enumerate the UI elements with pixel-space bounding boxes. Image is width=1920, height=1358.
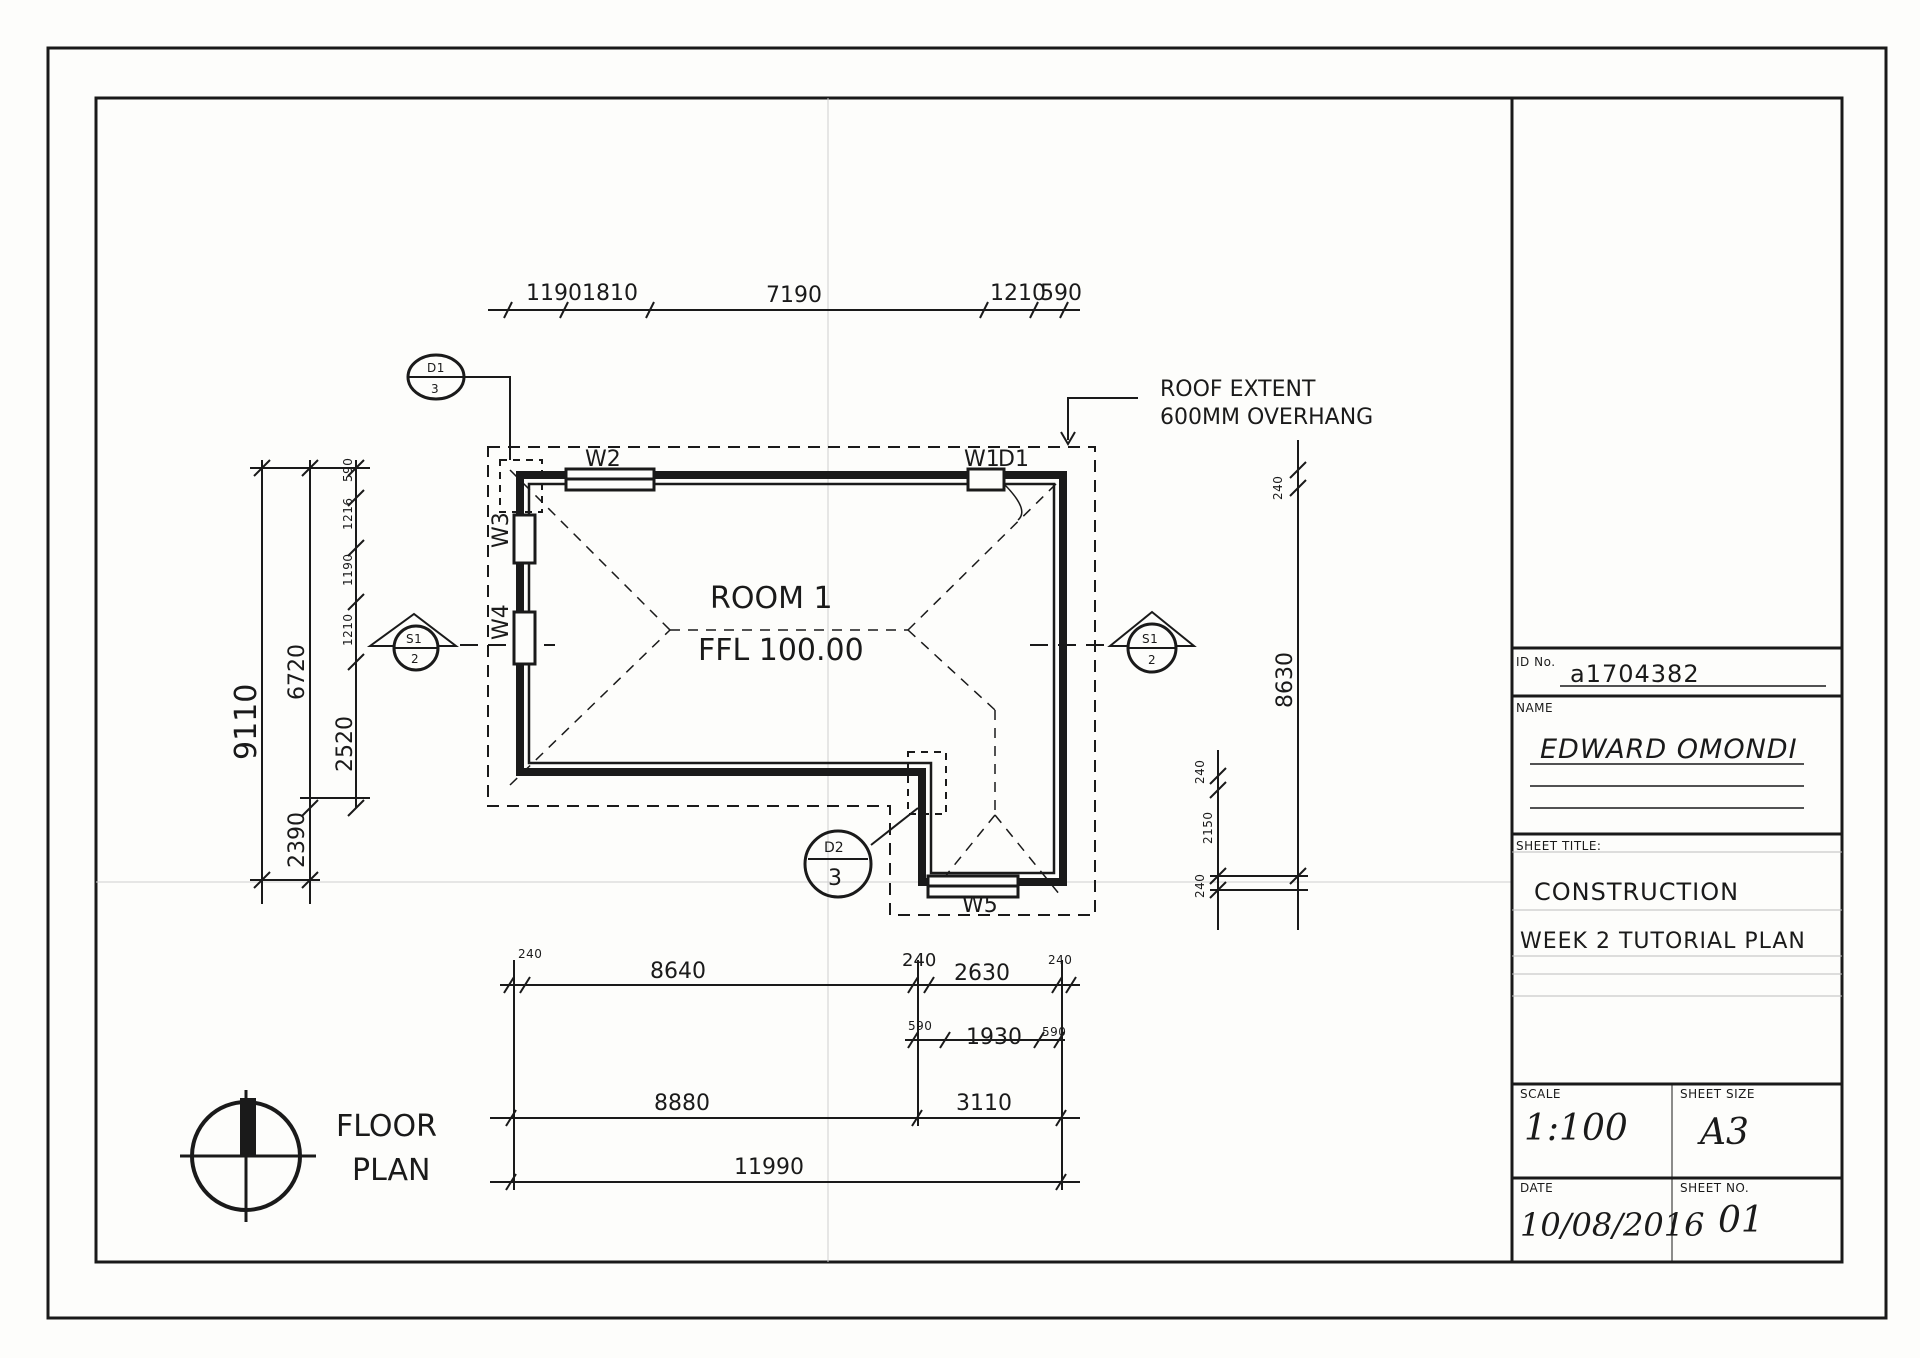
sheet-size-label: SHEET SIZE: [1680, 1087, 1755, 1101]
dim-left-inner-3: 1190: [341, 553, 355, 586]
name-value: EDWARD OMONDI: [1540, 734, 1798, 765]
window-label-w1: W1: [964, 447, 1000, 472]
scale-value: 1:100: [1524, 1108, 1628, 1149]
roof-hip-lines: [509, 469, 1061, 896]
dim-bottom-1-c: 240: [902, 950, 936, 971]
door-label-d1: D1: [998, 447, 1029, 472]
openings: [512, 467, 1023, 899]
id-label: ID No.: [1516, 655, 1556, 669]
door-tag-d1: D1 3: [406, 353, 511, 460]
dim-left-inner-4: 1210: [341, 613, 355, 646]
date-value: 10/08/2016: [1520, 1206, 1704, 1244]
dim-bottom-1-a: 240: [518, 947, 542, 961]
date-label: DATE: [1520, 1181, 1553, 1195]
door-tag-d2-top: D2: [824, 840, 844, 856]
walls: [516, 471, 1067, 886]
section-tag-s1-left-bottom: 2: [411, 652, 419, 666]
scale-label: SCALE: [1520, 1087, 1561, 1101]
room-name: ROOM 1: [710, 581, 833, 616]
window-label-w4: W4: [489, 604, 514, 640]
dim-top-1: 1190: [526, 281, 582, 306]
dim-right-small-1: 240: [1193, 760, 1207, 784]
roof-note-line2: 600MM OVERHANG: [1160, 405, 1373, 430]
dim-left-inner-1: 590: [341, 458, 355, 482]
window-label-w5: W5: [962, 893, 998, 918]
dim-bottom-1-d: 2630: [954, 961, 1010, 986]
dim-top-2: 1810: [582, 281, 638, 306]
door-tag-d1-top: D1: [427, 361, 445, 375]
title-block: [1510, 646, 1844, 1264]
sheet-no-value: 01: [1718, 1200, 1764, 1241]
door-tag-d2-bottom: 3: [828, 866, 842, 891]
door-tag-d2: D2 3: [803, 807, 919, 899]
sheet-title-line1: CONSTRUCTION: [1534, 878, 1739, 906]
sheet-title-label: SHEET TITLE:: [1516, 839, 1601, 853]
room-ffl: FFL 100.00: [698, 633, 864, 668]
section-tag-s1-left: S1 2: [366, 612, 459, 672]
dim-left-mid-lower: 2390: [285, 812, 310, 868]
dim-right-top: 240: [1271, 476, 1285, 500]
dimension-lines: [250, 301, 1308, 1191]
dim-top-5: 590: [1040, 281, 1082, 306]
dim-right-small-3: 240: [1193, 874, 1207, 898]
id-value: a1704382: [1570, 660, 1700, 688]
dim-right-main: 8630: [1273, 652, 1298, 708]
name-label: NAME: [1516, 701, 1553, 715]
floor-plan: [460, 446, 1120, 916]
door-tag-d1-bottom: 3: [431, 382, 439, 396]
section-tag-s1-right-top: S1: [1142, 632, 1158, 646]
window-label-w3: W3: [489, 512, 514, 548]
dim-left-inner-2: 1216: [341, 497, 355, 530]
window-label-w2: W2: [585, 447, 621, 472]
dim-bottom-1-e: 240: [1048, 953, 1072, 967]
north-point-icon: [180, 1090, 316, 1222]
dim-bottom-3-a: 8880: [654, 1091, 710, 1116]
section-tag-s1-right: S1 2: [1107, 610, 1197, 674]
dim-bottom-1-b: 8640: [650, 959, 706, 984]
dim-left-outer: 9110: [229, 684, 264, 760]
construction-lines: [96, 98, 1512, 1262]
sheet-title-line2: WEEK 2 TUTORIAL PLAN: [1520, 929, 1806, 954]
dim-bottom-2-c: 590: [1042, 1025, 1066, 1039]
dim-bottom-3-b: 3110: [956, 1091, 1012, 1116]
legend-floor: FLOOR: [336, 1109, 437, 1144]
sheet-no-label: SHEET NO.: [1680, 1181, 1749, 1195]
section-tag-s1-left-top: S1: [406, 632, 422, 646]
dim-bottom-total: 11990: [734, 1155, 804, 1180]
dim-top-3: 7190: [766, 283, 822, 308]
legend-plan: PLAN: [352, 1153, 430, 1188]
roof-extent-outline: [487, 446, 1096, 916]
roof-note-leader: [1060, 397, 1138, 446]
dim-bottom-2-b: 1930: [966, 1025, 1022, 1050]
dim-left-inner-5: 2520: [333, 716, 358, 772]
dim-left-mid-upper: 6720: [285, 644, 310, 700]
door-swings: [499, 459, 947, 815]
dim-right-small-2: 2150: [1201, 811, 1215, 844]
section-tag-s1-right-bottom: 2: [1148, 653, 1156, 667]
dim-top-4: 1210: [990, 281, 1046, 306]
roof-note-line1: ROOF EXTENT: [1160, 377, 1316, 402]
dim-bottom-2-a: 590: [908, 1019, 932, 1033]
sheet-size-value: A3: [1697, 1112, 1749, 1153]
